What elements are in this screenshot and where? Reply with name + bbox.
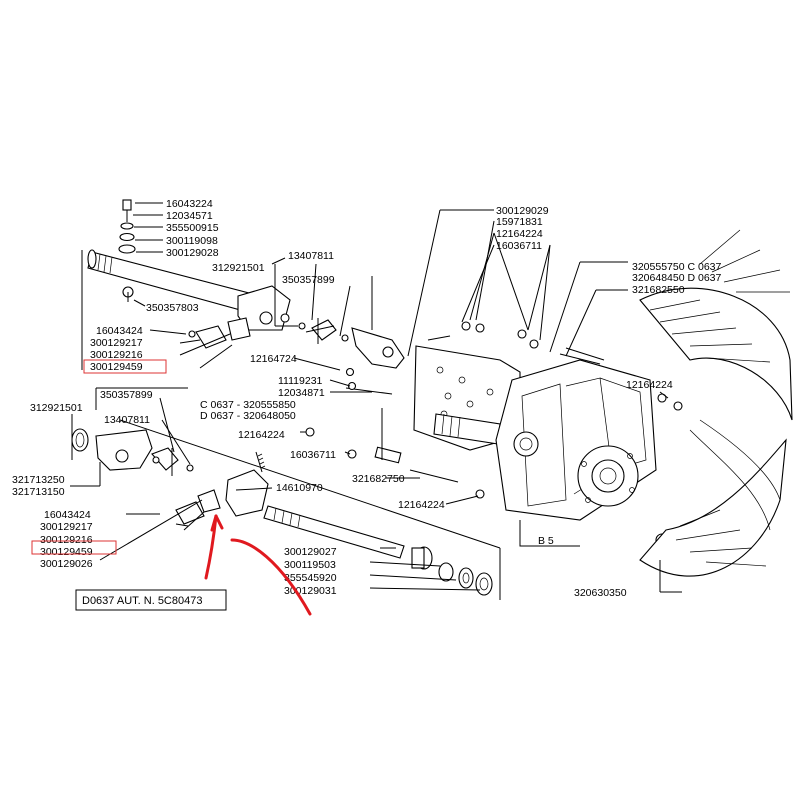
label-300129459-lower: 300129459 [40,546,93,558]
red-annotation-arrow [204,514,312,616]
label-12164224-a: 12164224 [238,429,285,441]
label-12034871: 12034871 [278,387,325,399]
lower-shaft-assembly [71,428,493,596]
label-300129026: 300129026 [40,558,93,570]
upper-yoke [237,285,291,331]
label-12034571: 12034571 [166,210,213,222]
label-b5: B 5 [538,535,554,547]
label-312921501-upper: 312921501 [212,262,265,274]
label-13407811-upper: 13407811 [288,250,334,262]
upper-shaft-assembly [87,199,405,369]
caption-box: D0637 AUT. N. 5C80473 [75,589,227,611]
label-16043224: 16043224 [166,198,213,210]
shaft-end [87,249,97,269]
label-14610970: 14610970 [276,482,323,494]
label-15971831: 15971831 [496,216,543,228]
label-320648450: 320648450 D 0637 [632,272,721,284]
bolt-top [122,199,132,211]
leader-lines [70,202,682,600]
bolt-head [280,313,290,323]
label-355500915: 355500915 [166,222,219,234]
gearbox-housing [305,321,683,547]
label-350357803: 350357803 [146,302,199,314]
label-16043424-lower: 16043424 [44,509,91,521]
label-c0637: C 0637 - 320555850 [200,399,296,411]
label-321682750: 321682750 [352,473,405,485]
label-300129459-upper: 300129459 [90,361,143,373]
label-12164224-d: 12164224 [626,379,673,391]
bearing-cap [513,431,539,457]
label-12164224-b: 12164224 [398,499,445,511]
label-300129028: 300129028 [166,247,219,259]
label-16043424-upper: 16043424 [96,325,143,337]
label-300129216-lower: 300129216 [40,534,93,546]
label-350357899-upper: 350357899 [282,274,335,286]
label-321713250: 321713250 [12,474,65,486]
label-300129216-upper: 300129216 [90,349,143,361]
label-321713150: 321713150 [12,486,65,498]
label-13407811-lower: 13407811 [104,414,150,426]
part-labels: 16043224 12034571 355500915 300119098 30… [12,198,721,599]
label-300119503: 300119503 [284,559,336,571]
label-16036711-b: 16036711 [496,240,542,252]
washer-icon [119,232,135,242]
label-12164724: 12164724 [250,353,297,365]
wheel-fan [639,229,793,577]
label-d0637: D 0637 - 320648050 [200,410,296,422]
label-320630350: 320630350 [574,587,627,599]
label-300119098: 300119098 [166,235,218,247]
seal-ring [71,428,89,452]
caption-text: D0637 AUT. N. 5C80473 [82,595,202,607]
label-355545920: 355545920 [284,572,337,584]
label-12164224-c: 12164224 [496,228,543,240]
label-350357899-lower: 350357899 [100,389,153,401]
label-16036711-a: 16036711 [290,449,336,461]
label-11119231: 11119231 [278,375,323,387]
label-300129217-lower: 300129217 [40,521,93,533]
highlight-box-upper [83,359,167,374]
ring-icon [458,567,474,589]
label-312921501-lower: 312921501 [30,402,83,414]
label-321682550: 321682550 [632,284,685,296]
coupling-yoke [351,327,405,369]
label-300129217-upper: 300129217 [90,337,143,349]
highlight-box-lower [31,540,117,555]
lock-plate [195,325,227,349]
label-300129027: 300129027 [284,546,337,558]
slide-yoke [225,469,269,517]
label-300129029: 300129029 [496,205,549,217]
label-320555750: 320555750 C 0637 [632,261,721,273]
